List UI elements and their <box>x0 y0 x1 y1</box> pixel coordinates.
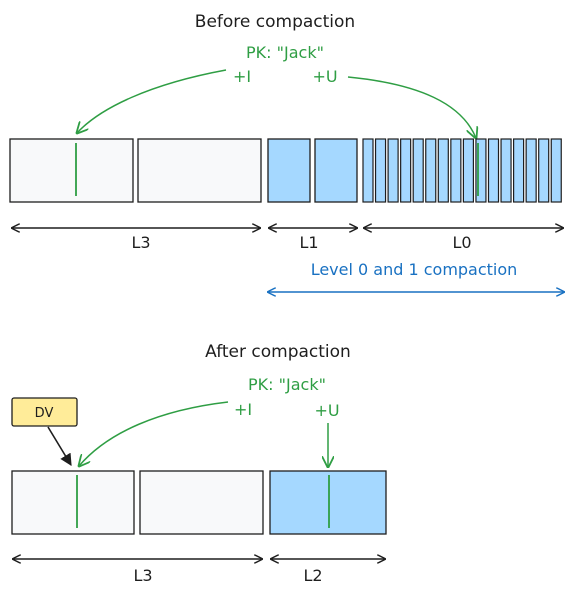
l0-file <box>362 138 374 203</box>
after-section: After compaction PK: "Jack" +I +U DV L3 … <box>11 342 387 585</box>
compaction-label: Level 0 and 1 compaction <box>311 260 518 279</box>
before-insert-arrow <box>77 69 227 133</box>
l0-file <box>550 138 562 203</box>
before-l3-label: L3 <box>131 233 150 252</box>
dv-box <box>11 397 78 427</box>
after-insert-label: +I <box>234 400 252 419</box>
after-l3-file-2 <box>139 470 264 535</box>
l3-file-2 <box>137 138 262 203</box>
after-insert-arrow <box>79 401 229 466</box>
before-update-arrow <box>347 76 476 138</box>
before-title: Before compaction <box>195 12 355 32</box>
l1-file-2 <box>314 138 358 203</box>
l0-file <box>387 138 399 203</box>
l0-file <box>450 138 462 203</box>
before-pk-label: PK: "Jack" <box>246 43 324 62</box>
l0-file <box>437 138 449 203</box>
before-update-label: +U <box>312 67 337 86</box>
l0-file <box>538 138 550 203</box>
l0-file <box>462 138 474 203</box>
l0-file <box>525 138 537 203</box>
l0-file <box>400 138 412 203</box>
l2-file <box>269 470 387 535</box>
before-l1-label: L1 <box>299 233 318 252</box>
dv-label: DV <box>35 406 54 421</box>
before-l0-label: L0 <box>452 233 471 252</box>
l3-file-1 <box>9 138 134 203</box>
after-l3-label: L3 <box>133 566 152 585</box>
l1-file-1 <box>267 138 311 203</box>
after-pk-label: PK: "Jack" <box>248 375 326 394</box>
l0-file <box>512 138 525 203</box>
l0-file <box>500 138 512 203</box>
after-l2-label: L2 <box>303 566 322 585</box>
l0-file <box>475 138 487 203</box>
before-section: Before compaction PK: "Jack" +I +U L3 L1… <box>9 12 564 292</box>
after-update-label: +U <box>314 401 339 420</box>
l0-file <box>487 138 500 203</box>
after-l3-file-1 <box>11 470 135 535</box>
before-insert-label: +I <box>233 67 251 86</box>
l0-file <box>374 138 387 203</box>
l0-file <box>425 138 437 203</box>
after-title: After compaction <box>205 342 351 362</box>
l0-files <box>362 138 562 203</box>
dv-arrow <box>47 426 72 467</box>
l0-file <box>412 138 424 203</box>
